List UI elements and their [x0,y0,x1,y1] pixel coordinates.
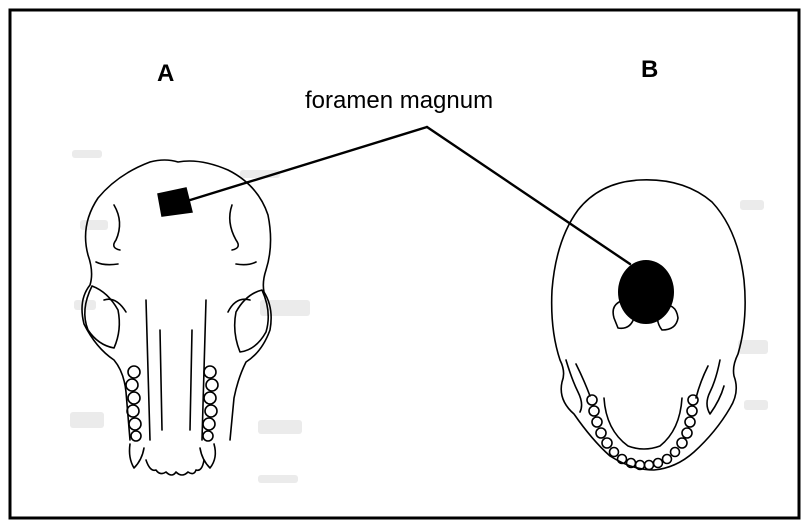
skull-a-foramen-magnum [158,188,192,216]
foramen-magnum-label: foramen magnum [305,87,493,114]
skull-b-foramen-magnum [618,260,674,324]
leader-line-to-skull-b [427,127,630,264]
skull-a-drawing [82,160,271,475]
skull-a-left-teeth [126,366,141,441]
leader-lines [187,127,630,264]
skull-a-label: A [157,60,174,87]
skull-b-drawing [552,180,745,470]
skull-b-label: B [641,56,658,83]
skull-a-right-teeth [203,366,218,441]
leader-line-to-skull-a [187,127,427,201]
